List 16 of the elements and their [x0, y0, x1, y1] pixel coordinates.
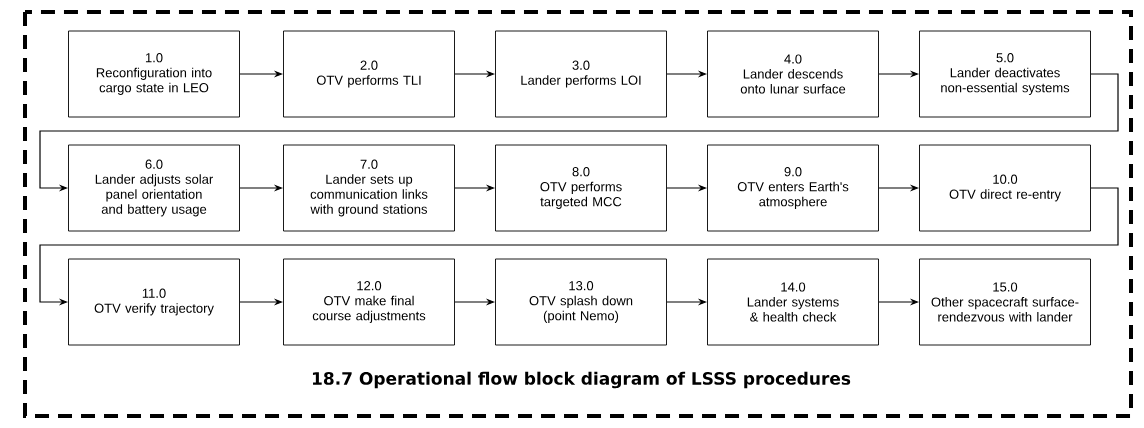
process-box: 10.0 OTV direct re-entry	[919, 144, 1091, 232]
process-box: 14.0 Lander systems & health check	[707, 258, 879, 346]
process-box: 6.0 Lander adjusts solar panel orientation and battery usage	[68, 144, 240, 232]
process-box: 4.0 Lander descends onto lunar surface	[707, 30, 879, 118]
process-box: 8.0 OTV performs targeted MCC	[495, 144, 667, 232]
process-box: 1.0 Reconfiguration into cargo state in LEO	[68, 30, 240, 118]
process-box: 9.0 OTV enters Earth's atmosphere	[707, 144, 879, 232]
process-box: 3.0 Lander performs LOI	[495, 30, 667, 118]
process-box: 5.0 Lander deactivates non-essential systems	[919, 30, 1091, 118]
process-box: 7.0 Lander sets up communication links with ground stations	[283, 144, 455, 232]
process-box: 13.0 OTV splash down (point Nemo)	[495, 258, 667, 346]
process-box: 15.0 Other spacecraft surface-rendezvous with lander	[919, 258, 1091, 346]
process-box: 2.0 OTV performs TLI	[283, 30, 455, 118]
process-box: 11.0 OTV verify trajectory	[68, 258, 240, 346]
process-box: 12.0 OTV make final course adjustments	[283, 258, 455, 346]
caption: 18.7 Operational flow block diagram of LSSS procedures	[312, 371, 851, 389]
